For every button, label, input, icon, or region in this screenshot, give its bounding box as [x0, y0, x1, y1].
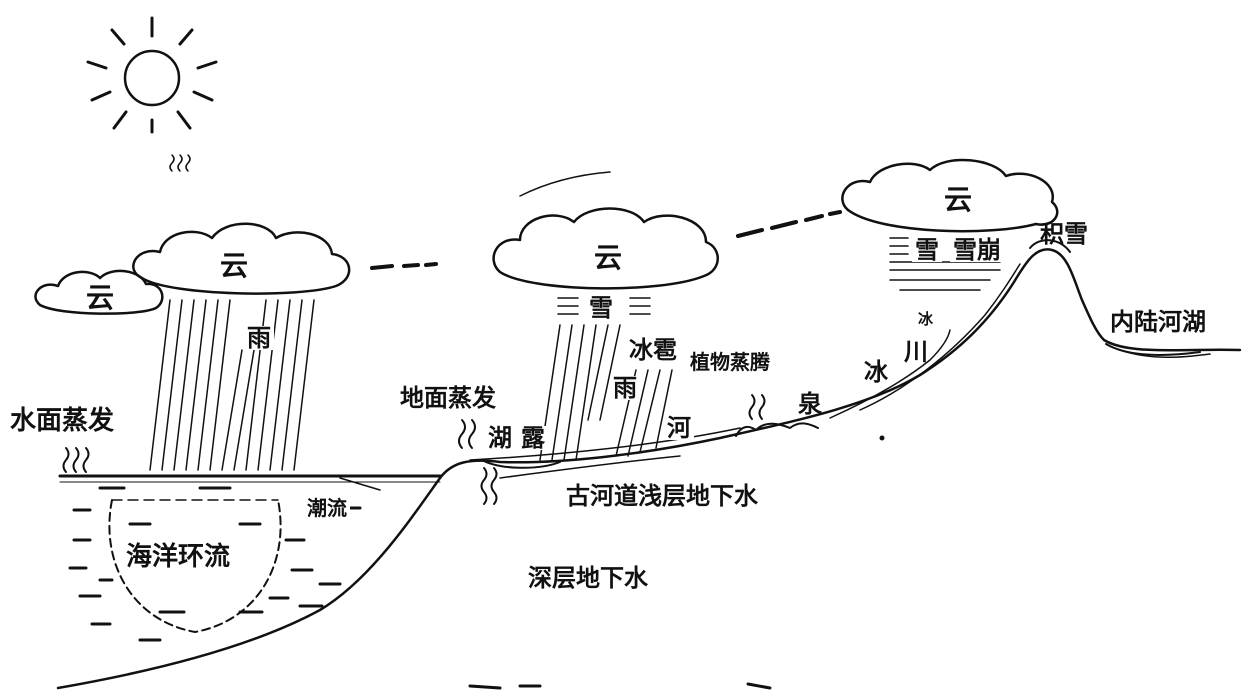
- label-glacier-2: 川: [904, 338, 928, 366]
- cloud-right: [841, 158, 1059, 233]
- inland-lake-water: [1105, 343, 1201, 356]
- dot-mark: [879, 435, 885, 441]
- water-evaporation-icon: [62, 447, 90, 473]
- label-rain-middle: 雨: [610, 376, 640, 400]
- heat-wave-icon: [169, 154, 191, 172]
- sea-surface: [58, 474, 442, 491]
- label-snow-cover: 积雪: [1040, 220, 1088, 248]
- label-lake: 湖: [488, 424, 512, 452]
- ground-surface-upper: [469, 427, 741, 461]
- label-ocean-current: 潮流: [304, 498, 350, 518]
- bottom-fragments: [468, 682, 772, 690]
- label-water-evaporation: 水面蒸发: [10, 406, 115, 436]
- snow-right-dashes: [889, 237, 1001, 291]
- label-cloud-middle: 云: [594, 241, 623, 274]
- mountain-slope-line: [859, 263, 1021, 411]
- ocean-circulation-loop: [108, 499, 282, 633]
- rain-left: [149, 299, 315, 471]
- cloud-middle: [492, 207, 719, 290]
- label-inland-lake: 内陆河湖: [1110, 308, 1206, 336]
- label-glacier-small: 冰: [918, 310, 934, 328]
- cloud-wisp: [519, 171, 611, 197]
- label-snow-right: 雪: [912, 238, 942, 262]
- inland-lake-water-2: [1119, 349, 1211, 358]
- label-avalanche: 雪崩: [950, 238, 1004, 262]
- label-river: 河: [664, 416, 694, 440]
- label-deep-groundwater: 深层地下水: [528, 564, 648, 592]
- sea-texture: [68, 486, 362, 642]
- plant-transpiration-icon: [748, 394, 766, 420]
- vapor-transport-dashes: [370, 210, 842, 270]
- ground-evaporation-icon: [458, 419, 476, 449]
- cloud-left-main: [132, 222, 351, 295]
- label-glacier-1: 冰: [864, 358, 888, 386]
- label-plant-transpiration: 植物蒸腾: [690, 350, 770, 374]
- land-profile: [56, 248, 1242, 690]
- sun-icon: [86, 16, 218, 134]
- label-snow-middle: 雪: [586, 296, 616, 320]
- label-cloud-left-small: 云: [86, 281, 115, 314]
- lake-basin: [481, 459, 561, 469]
- label-hail: 冰雹: [626, 338, 680, 362]
- label-rain-left: 雨: [244, 326, 274, 350]
- label-ocean-circulation: 海洋环流: [126, 542, 231, 572]
- seepage-icon: [480, 467, 498, 505]
- label-cloud-left-main: 云: [220, 249, 249, 282]
- label-spring: 泉: [798, 390, 822, 418]
- glacier-outline: [829, 329, 951, 419]
- label-shallow-groundwater: 古河道浅层地下水: [566, 482, 758, 510]
- shallow-groundwater-line: [499, 455, 681, 479]
- label-cloud-right: 云: [944, 183, 973, 216]
- label-dew: 露: [518, 426, 548, 450]
- spring-bumps: [735, 422, 819, 437]
- snow-middle-dashes: [557, 297, 651, 315]
- label-ground-evaporation: 地面蒸发: [400, 384, 496, 412]
- snow-peak: [1029, 239, 1071, 253]
